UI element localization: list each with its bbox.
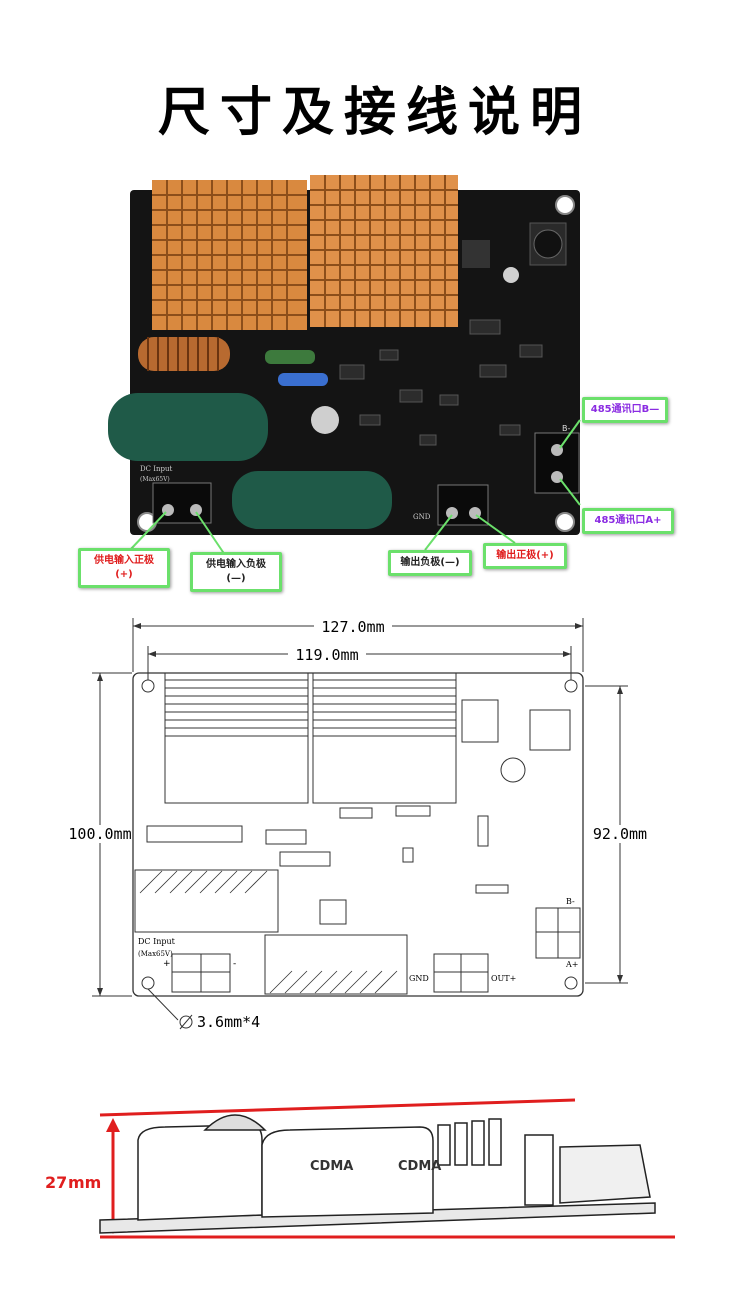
capacitor-1	[108, 393, 268, 461]
drawing-label-out-plus: OUT+	[491, 974, 516, 983]
dim-width-holes: 119.0mm	[295, 646, 358, 664]
drawing-terminals	[171, 699, 581, 993]
dim-height-holes: 92.0mm	[593, 825, 647, 843]
callout-input-positive-line2: (+)	[115, 569, 133, 580]
callout-input-negative-line2: (—)	[226, 573, 246, 584]
drawing-label-dc-input: DC Input	[138, 937, 176, 946]
screw-input-neg	[190, 504, 202, 516]
board-photo: B- DC Input (Max65V) GND	[108, 175, 581, 556]
callout-input-negative-line1: 供电输入负极	[206, 559, 266, 570]
inductor-core	[533, 229, 563, 259]
drawing-mounting-holes	[141, 679, 578, 990]
dim-height-outer: 100.0mm	[68, 825, 131, 843]
page-title: 尺寸及接线说明	[157, 82, 592, 143]
callout-input-positive-line1: 供电输入正极	[94, 555, 154, 566]
solder-blob	[311, 406, 339, 434]
dim-width-outer: 127.0mm	[321, 618, 384, 636]
heatsink-right	[310, 175, 458, 327]
dimension-drawing: 127.0mm 119.0mm 100.0mm 92.0mm	[62, 617, 652, 1031]
arrow-head-up	[106, 1118, 120, 1132]
hole-leader	[147, 988, 179, 1021]
side-height-value: 27	[45, 1173, 67, 1192]
board-outline	[132, 672, 584, 997]
mounting-hole	[555, 512, 575, 532]
board-label-max-voltage: (Max65V)	[140, 476, 170, 483]
drawing-label-plus: +	[163, 959, 171, 969]
drawing-heatsinks	[164, 672, 457, 804]
heatsink-left	[152, 180, 307, 330]
side-view: 27 mm CDMA CDMA	[45, 1098, 675, 1239]
smd-components	[339, 319, 543, 446]
diameter-slash	[179, 1014, 193, 1030]
resistor-blue	[278, 373, 328, 386]
toroid-coil	[138, 337, 230, 371]
drawing-capacitors	[134, 869, 408, 995]
diameter-symbol	[179, 1015, 193, 1029]
board-label-dc-input: DC Input	[140, 465, 172, 473]
screw-output-neg	[446, 507, 458, 519]
capacitor-2	[232, 471, 392, 529]
regulator-chip	[462, 240, 490, 268]
drawing-label-max-voltage: (Max65V)	[138, 950, 173, 958]
side-board-sketch	[99, 1114, 656, 1234]
drawing-label-b-minus: B-	[566, 897, 575, 906]
board-label-gnd: GND	[413, 513, 431, 521]
drawing-coil	[146, 825, 243, 843]
callout-output-positive: 输出正极(+)	[483, 543, 567, 569]
callout-output-negative: 输出负极(—)	[388, 550, 472, 576]
drawing-label-minus: -	[233, 959, 236, 969]
drawing-capacitor-hatch	[139, 870, 398, 994]
capacitor-marking-1: CDMA	[310, 1159, 353, 1174]
drawing-label-a-plus: A+	[565, 960, 578, 969]
callout-input-negative: 供电输入负极 (—)	[190, 552, 282, 592]
callout-485-port-b: 485通讯口B—	[582, 397, 668, 423]
callout-485-port-a: 485通讯口A+	[582, 508, 674, 534]
drawing-label-gnd: GND	[409, 974, 429, 983]
small-capacitor	[503, 267, 519, 283]
hole-spec: 3.6mm*4	[197, 1013, 260, 1031]
callout-lines	[129, 419, 581, 556]
top-boundary-line	[99, 1098, 576, 1117]
side-height-unit: mm	[68, 1173, 101, 1192]
comm-terminal	[534, 432, 580, 494]
resistor-green	[265, 350, 315, 364]
mounting-hole	[555, 195, 575, 215]
callout-input-positive: 供电输入正极 (+)	[78, 548, 170, 588]
board-label-b: B-	[562, 424, 570, 433]
capacitor-marking-2: CDMA	[398, 1159, 441, 1174]
